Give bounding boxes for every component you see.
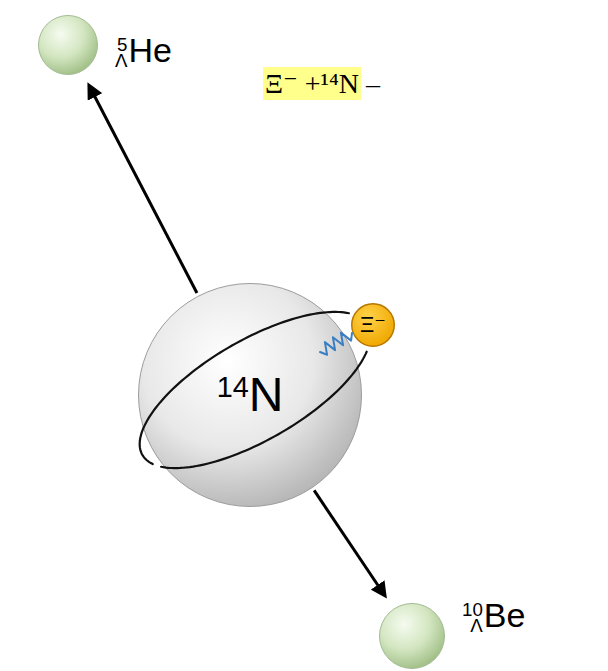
prescript-stack: 5Λ: [115, 37, 127, 69]
sphere-outline: [39, 16, 98, 75]
xi-particle: Ξ⁻: [351, 303, 395, 347]
nucleus-label: 10ΛBe: [462, 595, 525, 636]
mass-number: 14: [217, 371, 249, 403]
decay-arrow: [90, 87, 197, 293]
sphere-outline: [352, 304, 395, 347]
orbit-line: [161, 352, 367, 468]
mass-number: 5: [117, 37, 127, 53]
sphere-shape: [38, 15, 98, 75]
mass-number: 10: [462, 602, 483, 618]
element-symbol: He: [128, 31, 171, 69]
sphere-shape: [379, 603, 445, 669]
connector-group: [90, 87, 384, 595]
nucleus-label: 5ΛHe: [115, 30, 172, 71]
text-holder: 10ΛBe: [462, 595, 525, 636]
hyperon-subscript: Λ: [115, 53, 127, 69]
orbit-line: [140, 312, 367, 468]
sphere-outline: [380, 604, 445, 669]
decay-arrow: [314, 490, 384, 594]
hyperon-subscript: Λ: [470, 618, 482, 634]
sphere-outline: [139, 284, 362, 507]
prescript-stack: 10Λ: [462, 602, 483, 634]
text-holder: 14N: [138, 283, 362, 507]
text-holder: Ξ⁻: [351, 303, 395, 347]
nucleus-sphere: 14N: [138, 283, 362, 507]
hypernucleus-sphere: 5ΛHe: [38, 15, 98, 75]
text-holder: 5ΛHe: [115, 30, 172, 71]
particle-label: 14N: [217, 366, 284, 424]
reaction-label: Ξ⁻ +¹⁴N –: [265, 67, 380, 100]
orbit-line: [140, 312, 349, 464]
interaction-spring: [320, 333, 352, 355]
particle-label: Ξ⁻: [360, 312, 386, 338]
hypernucleus-sphere: 10ΛBe: [379, 603, 445, 669]
element-symbol: N: [249, 368, 284, 421]
element-symbol: Be: [484, 596, 526, 634]
